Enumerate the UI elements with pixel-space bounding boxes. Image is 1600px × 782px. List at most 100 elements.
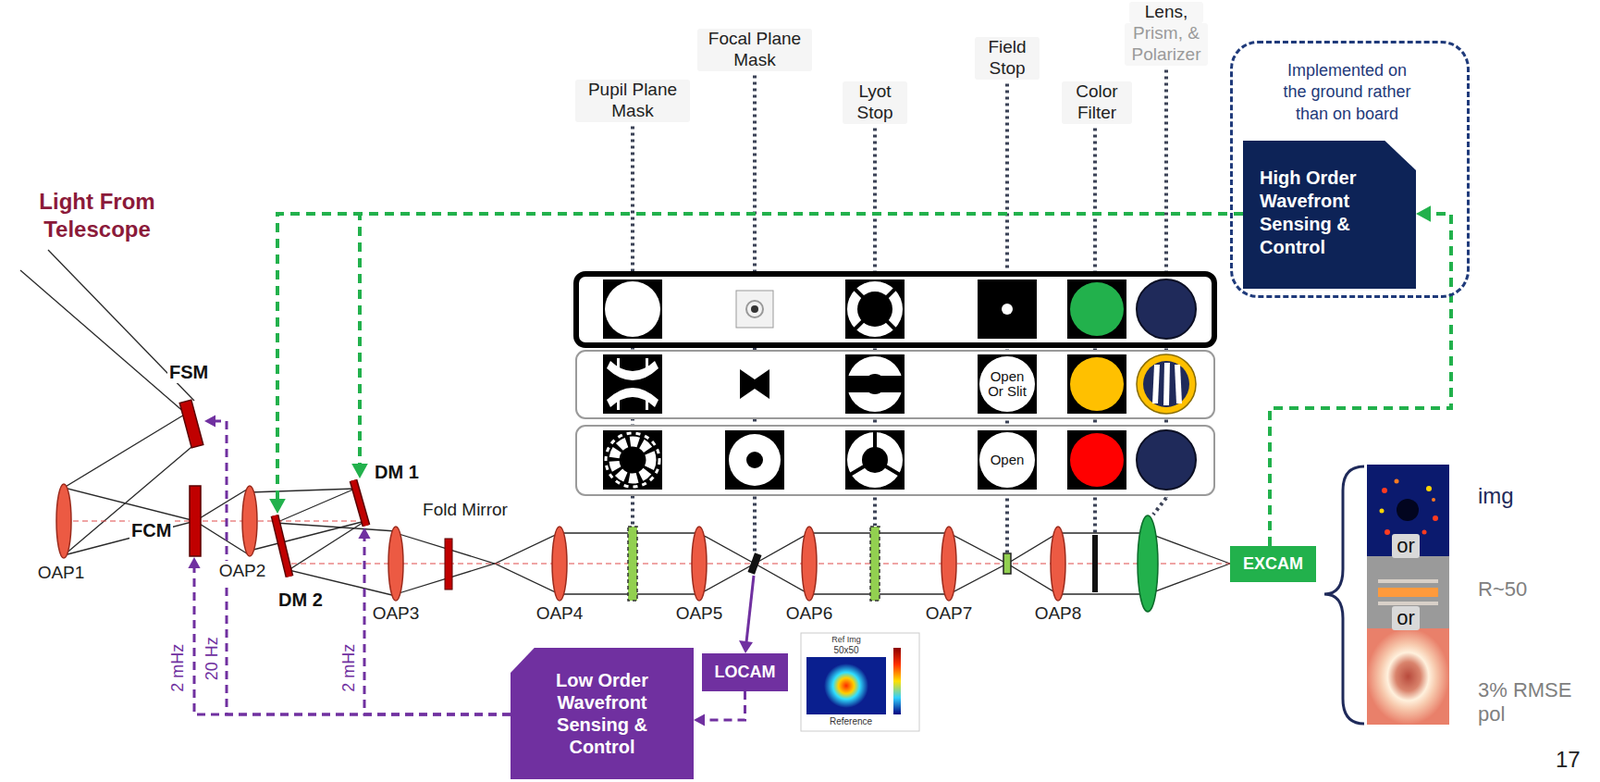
- mask-icon: [603, 279, 1196, 490]
- excam-image: [1384, 529, 1391, 535]
- control-loop: [213, 420, 511, 714]
- filter-wheel-panel: [576, 273, 1215, 345]
- mask-icon: [847, 281, 903, 337]
- mask-icon: [1174, 364, 1182, 404]
- mirror-shape: [274, 515, 290, 577]
- mask-holder: [627, 526, 880, 601]
- node-text: Open: [982, 452, 1033, 468]
- locam-reference-image: [800, 632, 920, 731]
- mask-icon: [725, 430, 785, 490]
- excam-image: [1396, 498, 1419, 521]
- optic-label: OAP5: [671, 603, 727, 625]
- mask-icon: [1136, 279, 1196, 339]
- oap-lens: [242, 485, 258, 556]
- excam-image: [1378, 578, 1439, 583]
- ground-segment-box: Implemented on the ground rather than on…: [1230, 40, 1470, 298]
- color-filter: [1092, 534, 1098, 592]
- mask-icon: [606, 387, 659, 407]
- mask-icon: [739, 369, 770, 399]
- locam-reference-image: [893, 647, 901, 714]
- mask-icon: [728, 433, 781, 486]
- locam-reference-image: [824, 663, 869, 708]
- control-loop: [702, 690, 746, 720]
- oap-lens: [56, 483, 72, 558]
- mask-icon: [864, 373, 886, 394]
- output-mode: img: [1477, 482, 1514, 510]
- optic-label: OAP2: [214, 560, 271, 582]
- oap-lens: [941, 526, 957, 601]
- mask-icon: [614, 441, 652, 479]
- excam-image: [1381, 487, 1388, 493]
- mirror-shape: [353, 480, 367, 526]
- page-number: 17: [1555, 746, 1581, 774]
- mask-icon: [746, 300, 764, 318]
- control-loop: [194, 566, 511, 714]
- mirror-shape: [274, 515, 290, 577]
- camera-lens: [1137, 515, 1158, 612]
- optic-label: OAP1: [33, 562, 89, 584]
- mask-icon: [849, 430, 900, 475]
- mask-icon: [746, 451, 764, 468]
- locam-pickoff: [738, 640, 753, 653]
- oap-lens: [388, 526, 404, 601]
- excam-image: [1379, 508, 1385, 514]
- component-label: Pupil Plane Mask: [575, 79, 690, 123]
- arrow-head: [351, 463, 369, 479]
- input-label: Light From Telescope: [36, 187, 158, 244]
- leader-line: [1153, 497, 1167, 515]
- mask-icon: [750, 305, 759, 313]
- mask-icon: [603, 430, 663, 490]
- mask-icon: [736, 290, 774, 328]
- control-loop: [204, 414, 511, 714]
- output-mode: R~50: [1477, 577, 1527, 602]
- mirror-shape: [178, 398, 205, 449]
- component-label: Lyot Stop: [842, 81, 908, 124]
- control-loop: [693, 690, 746, 727]
- mirror-shape: [270, 513, 294, 579]
- light-beam: [63, 413, 250, 521]
- field-stop-option: Open Or Slit: [979, 356, 1035, 412]
- mirror-shape: [188, 484, 202, 557]
- mask-icon: [645, 398, 649, 410]
- control-loop: [351, 213, 1244, 479]
- mask-icon: [977, 279, 1037, 339]
- focus-mirror: FCM: [188, 484, 202, 557]
- locam-reference-image: [806, 656, 887, 714]
- excam-image: [1366, 627, 1450, 725]
- control-loop: [277, 213, 1244, 502]
- mask-icon: [604, 281, 661, 337]
- arrow-head: [204, 414, 216, 427]
- camera-box: LOCAM: [701, 652, 788, 691]
- oap-lens: [1050, 526, 1066, 601]
- mask-icon: [845, 279, 905, 339]
- light-beam: [20, 270, 186, 414]
- mask-icon: [1136, 430, 1196, 490]
- mask-icon: [1067, 354, 1127, 414]
- mask-icon: [1152, 364, 1160, 404]
- mask-icon: [1067, 279, 1127, 339]
- filter-wheel-panel: [576, 425, 1215, 495]
- arrow-head: [187, 556, 200, 568]
- mask-icon: [854, 288, 896, 330]
- mask-icon: [847, 431, 903, 488]
- mask-icon: [603, 279, 663, 339]
- focal-plane-mask: [747, 552, 762, 574]
- oap-lens: [552, 526, 567, 601]
- mask-icon: [1136, 354, 1196, 414]
- mirror-shape: [189, 485, 201, 556]
- arrow-head: [269, 498, 286, 514]
- excam-image: [1378, 601, 1439, 605]
- excam-image: [1366, 464, 1450, 725]
- mask-icon: [616, 398, 620, 410]
- light-beam: [63, 442, 250, 555]
- output-mode: 3% RMSE pol: [1477, 677, 1582, 727]
- excam-image: [1426, 485, 1432, 492]
- node-text: DM 1: [372, 461, 421, 483]
- output-mode: or: [1391, 533, 1420, 558]
- optic-label: OAP3: [368, 603, 424, 625]
- mask-icon: [1001, 303, 1013, 315]
- filter-wheel-panel: [576, 350, 1215, 419]
- arrow-head: [1415, 205, 1431, 222]
- mask-icon: [645, 357, 649, 370]
